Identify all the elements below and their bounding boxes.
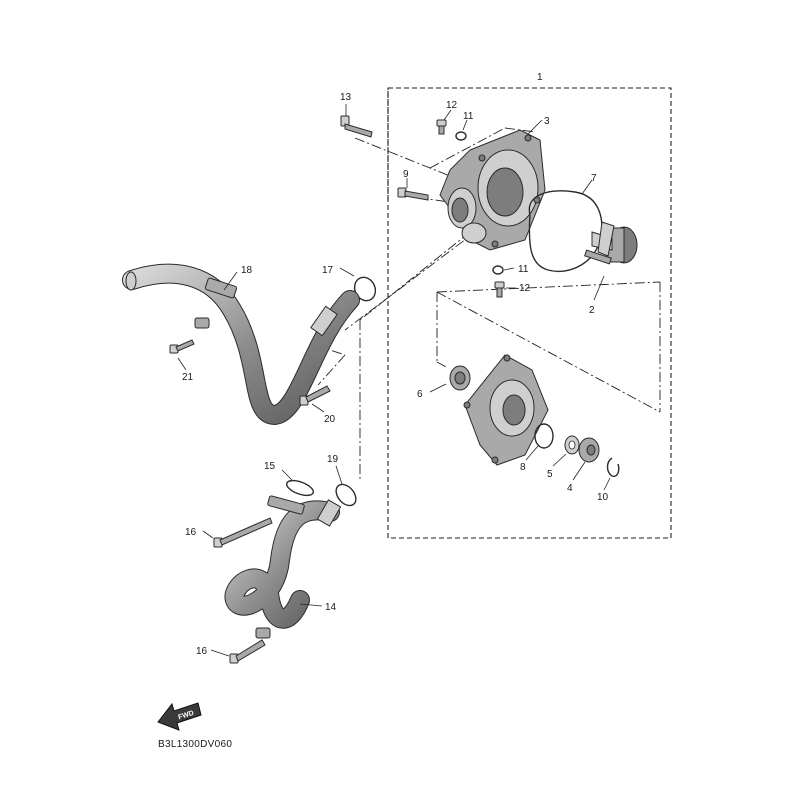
callout-18: 18 xyxy=(241,265,253,276)
bearing-4 xyxy=(572,437,600,481)
bolt-13 xyxy=(340,104,373,138)
callout-4: 4 xyxy=(567,483,573,494)
bolt-16-lower xyxy=(210,639,266,664)
upper-water-hose xyxy=(122,263,360,425)
callout-16-lower: 16 xyxy=(196,646,208,657)
callout-3: 3 xyxy=(544,116,550,127)
callout-2: 2 xyxy=(589,305,595,316)
callout-8: 8 xyxy=(520,462,526,473)
callout-12-bottom: 12 xyxy=(519,283,531,294)
washer-11-top xyxy=(455,119,468,141)
callout-17: 17 xyxy=(322,265,334,276)
callout-14: 14 xyxy=(325,602,337,613)
diagram-code: B3L1300DV060 xyxy=(158,739,232,750)
bolt-9 xyxy=(397,178,429,201)
pump-housing-lower xyxy=(463,354,549,466)
lower-water-hose-14 xyxy=(224,495,342,639)
seal-6 xyxy=(429,365,471,393)
pump-assembly-boundary xyxy=(387,87,672,539)
o-ring-19 xyxy=(335,465,357,507)
fwd-label: FWD xyxy=(177,710,194,722)
circlip-10 xyxy=(603,457,620,491)
bolt-12-bottom xyxy=(494,281,516,298)
o-ring-8 xyxy=(525,423,554,461)
callout-12-top: 12 xyxy=(446,100,458,111)
bolt-20 xyxy=(299,385,331,413)
callout-9: 9 xyxy=(403,169,409,180)
callout-11-top: 11 xyxy=(463,111,474,122)
impeller-shaft-2 xyxy=(584,221,638,301)
callout-21: 21 xyxy=(182,372,194,383)
pump-cover-3 xyxy=(439,119,546,251)
callout-1: 1 xyxy=(537,72,543,83)
bolt-16-upper xyxy=(202,517,273,548)
callout-labels: 1 2 3 4 5 6 7 8 9 10 11 11 12 12 13 14 1… xyxy=(182,72,609,657)
washer-11-bottom xyxy=(492,265,515,275)
bolt-21 xyxy=(169,339,195,371)
callout-6: 6 xyxy=(417,389,423,400)
callout-15: 15 xyxy=(264,461,276,472)
callout-10: 10 xyxy=(597,492,609,503)
forward-direction-arrow: FWD xyxy=(157,702,202,731)
callout-5: 5 xyxy=(547,469,553,480)
callout-13: 13 xyxy=(340,92,352,103)
bolt-12-top xyxy=(436,109,452,135)
hose-clamp-15 xyxy=(281,469,315,497)
callout-19: 19 xyxy=(327,454,339,465)
hose-clamp-18 xyxy=(223,271,238,291)
seal-5 xyxy=(552,435,580,467)
callout-20: 20 xyxy=(324,414,336,425)
callout-11-bottom: 11 xyxy=(518,264,529,275)
callout-16-upper: 16 xyxy=(185,527,197,538)
callout-7: 7 xyxy=(591,173,597,184)
